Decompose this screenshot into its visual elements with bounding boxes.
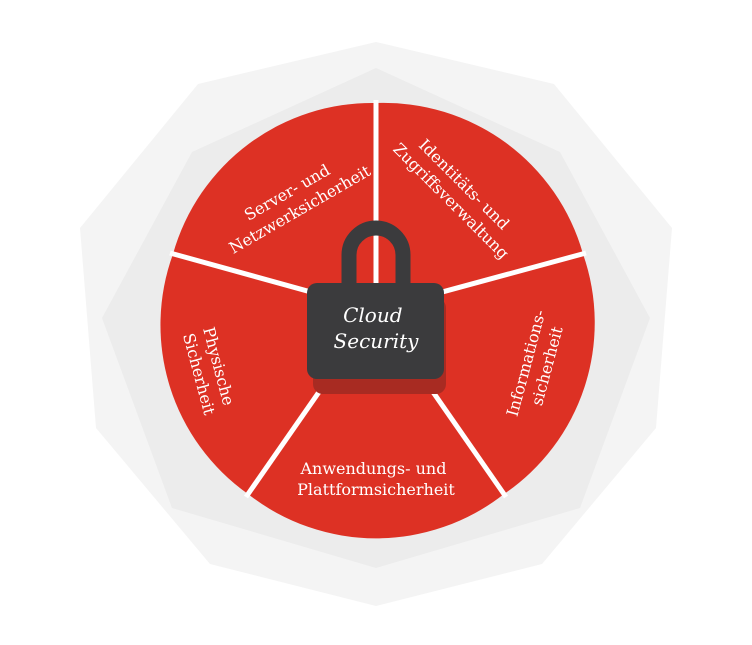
segment-shape [248, 310, 504, 539]
segment-application-platform [248, 310, 504, 539]
segment-label-application-platform: Anwendungs- und Plattformsicherheit [297, 459, 455, 499]
segment-shape [376, 102, 583, 311]
lock-body [307, 283, 444, 379]
segment-server-network [173, 102, 376, 310]
segment-identity-access [376, 102, 583, 311]
segment-shape [173, 102, 376, 310]
padlock-icon: Cloud Security [307, 220, 446, 394]
lock-shackle [341, 220, 411, 290]
center-label: Cloud Security [334, 303, 420, 353]
